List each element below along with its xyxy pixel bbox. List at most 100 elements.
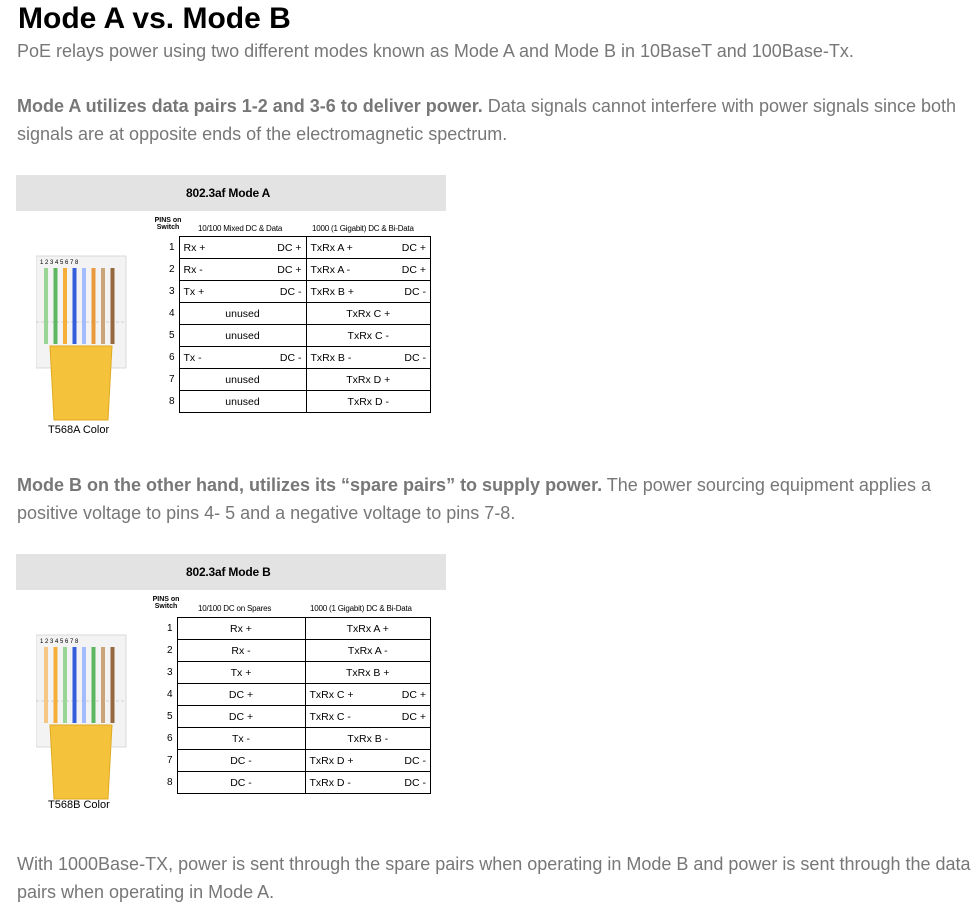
- cell-content: Rx - DC +: [184, 264, 302, 276]
- signal-label: Tx +: [183, 285, 205, 298]
- col2-cell: TxRx B +DC -: [305, 280, 431, 303]
- pin-digits: 1 2 3 4 5 6 7 8: [40, 639, 79, 645]
- cell-content: Tx +DC -: [184, 286, 302, 298]
- dc-label: DC +: [277, 241, 302, 254]
- rj45-connector-icon: 1 2 3 4 5 6 7 8: [36, 255, 127, 421]
- col1-cell: DC -: [176, 749, 306, 772]
- wire-4: [72, 268, 77, 344]
- pin-number: 1: [159, 617, 178, 640]
- col1-cell: unused: [178, 302, 307, 325]
- col1-header: 10/100 Mixed DC & Data: [198, 224, 283, 233]
- pin-number: 5: [161, 324, 180, 347]
- pin-number: 2: [159, 639, 178, 662]
- col2-header: 1000 (1 Gigabit) DC & Bi-Data: [310, 604, 412, 613]
- signal-label: TxRx D -: [309, 776, 351, 789]
- col1-cell: DC -: [176, 771, 306, 794]
- connector-boot: [49, 345, 113, 421]
- figure-title: 802.3af Mode B: [186, 565, 271, 579]
- col1-cell: unused: [178, 324, 307, 347]
- outro-paragraph: With 1000Base-TX, power is sent through …: [17, 854, 971, 902]
- connector-label: T568B Color: [48, 799, 110, 811]
- cell-content: TxRx D - DC -: [310, 777, 427, 789]
- col2-cell: TxRx B -DC -: [305, 346, 431, 369]
- wire-3: [63, 268, 67, 344]
- col1-cell: Rx - DC +: [178, 258, 307, 281]
- wire-2: [53, 647, 58, 723]
- pins-header: PINS on Switch: [152, 596, 180, 610]
- connector-boot: [49, 724, 113, 800]
- pin-number: 3: [161, 280, 180, 303]
- wire-3: [63, 647, 67, 723]
- pin-number: 6: [161, 346, 180, 369]
- signal-label: Rx +: [183, 241, 206, 254]
- dc-label: DC -: [404, 351, 426, 364]
- pins-header: PINS on Switch: [154, 217, 182, 231]
- signal-label: Rx -: [183, 263, 203, 276]
- dc-label: DC +: [401, 241, 426, 254]
- col2-cell: TxRx B -: [304, 727, 431, 750]
- col2-cell: TxRx C +DC +: [304, 683, 431, 706]
- mode-a-figure: 802.3af Mode A PINS on Switch 10/100 Mix…: [16, 175, 448, 436]
- dc-label: DC -: [279, 351, 302, 364]
- intro-paragraph: PoE relays power using two different mod…: [17, 41, 854, 61]
- col1-cell: Tx +DC -: [178, 280, 307, 303]
- signal-label: TxRx B +: [310, 285, 354, 298]
- dc-label: DC +: [277, 263, 302, 276]
- cell-content: TxRx A +DC +: [311, 242, 427, 254]
- col1-cell: unused: [178, 368, 307, 391]
- col2-cell: TxRx C - DC +: [304, 705, 431, 728]
- figure-header: 802.3af Mode A: [16, 175, 446, 211]
- wire-1: [44, 268, 48, 344]
- dc-label: DC -: [404, 776, 426, 789]
- page-title: Mode A vs. Mode B: [18, 2, 291, 35]
- table-row: 3 Tx +DC -TxRx B +DC -: [161, 280, 431, 303]
- wire-8: [110, 647, 115, 723]
- figure-header: 802.3af Mode B: [16, 554, 446, 590]
- wire-2: [53, 268, 58, 344]
- col1-cell: Rx -: [176, 639, 306, 662]
- wire-5: [82, 268, 86, 344]
- wire-7: [101, 647, 105, 723]
- col1-cell: Rx + DC +: [178, 236, 307, 259]
- pin-number: 6: [159, 727, 178, 750]
- rj45-connector-icon: 1 2 3 4 5 6 7 8: [36, 634, 127, 800]
- pin-number: 8: [161, 390, 180, 413]
- cell-content: TxRx B -DC -: [311, 352, 427, 364]
- pin-number: 8: [159, 771, 178, 794]
- dc-label: DC +: [401, 263, 426, 276]
- dc-label: DC +: [401, 710, 426, 723]
- pin-number: 4: [161, 302, 180, 325]
- col2-cell: TxRx A -: [304, 639, 431, 662]
- pin-number: 2: [161, 258, 180, 281]
- col2-cell: TxRx A +: [304, 617, 431, 640]
- col2-cell: TxRx A -DC +: [305, 258, 431, 281]
- mode-b-body: The power sourcing equipment applies a p…: [17, 475, 931, 523]
- col2-cell: TxRx D - DC -: [304, 771, 431, 794]
- connector-label: T568A Color: [48, 424, 110, 436]
- cell-content: TxRx D +DC -: [310, 755, 427, 767]
- dc-label: DC -: [404, 754, 426, 767]
- wire-1: [44, 647, 48, 723]
- pin-number: 5: [159, 705, 178, 728]
- signal-label: TxRx C -: [309, 710, 351, 723]
- pin-number: 3: [159, 661, 178, 684]
- wire-6: [91, 647, 96, 723]
- col1-cell: Tx +: [176, 661, 306, 684]
- col1-cell: Rx +: [176, 617, 306, 640]
- col2-cell: TxRx D +DC -: [304, 749, 431, 772]
- col1-cell: DC +: [176, 705, 306, 728]
- wire-6: [91, 268, 96, 344]
- mode-a-paragraph: Mode A utilizes data pairs 1-2 and 3-6 t…: [17, 92, 972, 148]
